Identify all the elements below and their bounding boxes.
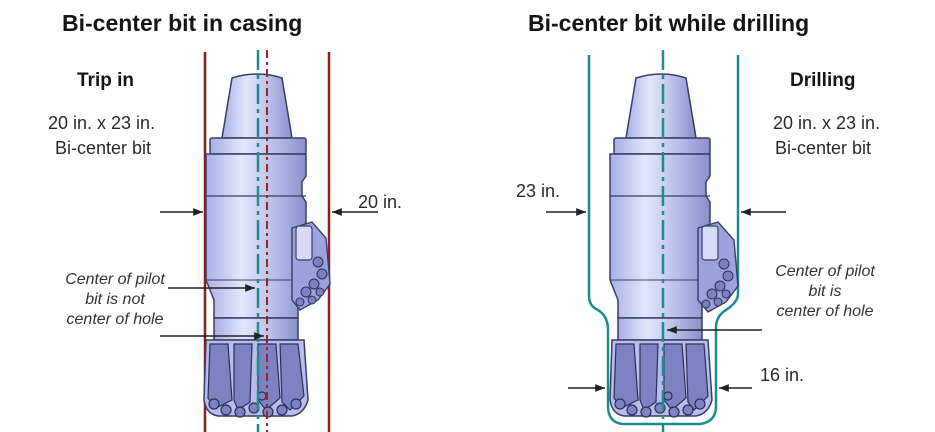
pilot-cutters — [613, 343, 709, 418]
left-subtitle: Trip in — [77, 70, 134, 91]
left-note-line2: bit is not — [85, 291, 145, 308]
right-subtitle: Drilling — [790, 70, 856, 91]
left-note-line3: center of hole — [66, 311, 164, 328]
right-pilot-dimension: 16 in. — [760, 365, 805, 385]
pilot-section — [617, 317, 703, 341]
left-casing-dimension: 20 in. — [358, 192, 403, 212]
reamer-wing — [697, 221, 739, 313]
right-title: Bi-center bit while drilling — [528, 10, 810, 36]
left-spec-name: Bi-center bit — [55, 138, 152, 158]
right-note: Center of pilot bit is center of hole — [750, 262, 900, 322]
bit-body — [205, 153, 307, 319]
left-note-line1: Center of pilot — [65, 271, 165, 288]
right-note-line1: Center of pilot — [775, 263, 875, 280]
left-bit — [203, 73, 331, 418]
left-spec-size: 20 in. x 23 in. — [48, 113, 156, 133]
right-hole-dimension: 23 in. — [516, 181, 561, 201]
right-spec-name: Bi-center bit — [775, 138, 872, 158]
right-note-line3: center of hole — [776, 303, 874, 320]
right-note-line2: bit is — [808, 283, 842, 300]
left-note: Center of pilot bit is not center of hol… — [40, 270, 190, 330]
bit-pin — [625, 73, 697, 139]
right-bit — [609, 73, 739, 418]
bit-body — [609, 153, 711, 319]
left-title: Bi-center bit in casing — [62, 10, 303, 36]
right-hole — [587, 55, 740, 426]
reamer-wing — [291, 221, 331, 311]
hole-wall — [587, 55, 740, 426]
right-spec-size: 20 in. x 23 in. — [773, 113, 881, 133]
